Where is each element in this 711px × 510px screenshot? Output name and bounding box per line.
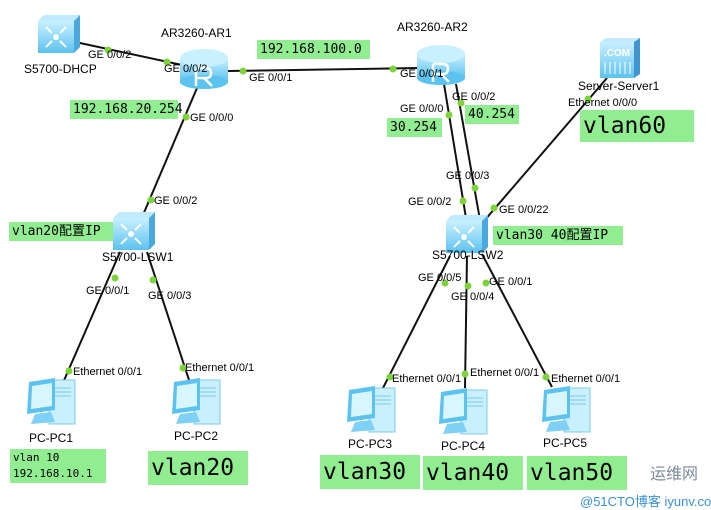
note-lsw1-config: vlan20配置IP bbox=[9, 222, 113, 241]
port-label: Ethernet 0/0/1 bbox=[185, 362, 255, 374]
link-ar1-lsw1[interactable] bbox=[142, 87, 198, 216]
server-badge-text: .COM bbox=[604, 48, 630, 59]
note-vlan50: vlan50 bbox=[527, 456, 627, 490]
note-pc1-vlan: vlan 10 bbox=[13, 451, 60, 464]
pc5-computer-icon[interactable] bbox=[542, 386, 591, 433]
port-label: GE 0/0/2 bbox=[154, 195, 198, 207]
port-label: GE 0/0/1 bbox=[400, 68, 444, 80]
switch-icon-lsw2[interactable] bbox=[446, 215, 488, 253]
link-ar2-lsw2-a[interactable] bbox=[443, 83, 467, 219]
port-label: Ethernet 0/0/1 bbox=[470, 367, 540, 379]
note-vlan30: vlan30 bbox=[320, 455, 420, 489]
note-network-100: 192.168.100.0 bbox=[257, 40, 370, 59]
link-ar1-ar2[interactable] bbox=[227, 67, 419, 72]
note-pc1-ip: 192.168.10.1 bbox=[13, 467, 93, 480]
port-label: Ethernet 0/0/0 bbox=[568, 97, 638, 109]
switch-icon-lsw1[interactable] bbox=[113, 212, 155, 250]
port-label: GE 0/0/1 bbox=[489, 276, 533, 288]
link-lsw1-pc1[interactable] bbox=[61, 251, 121, 386]
device-label-pc5: PC-PC5 bbox=[543, 436, 588, 450]
link-lsw1-pc2[interactable] bbox=[146, 251, 191, 384]
device-label-server: Server-Server1 bbox=[578, 79, 660, 93]
router-icon-ar1[interactable] bbox=[180, 49, 228, 89]
note-ip-20: 192.168.20.254 bbox=[70, 100, 183, 119]
note-ip-40: 40.254 bbox=[465, 105, 519, 124]
port-label: GE 0/0/2 bbox=[452, 91, 496, 103]
note-ip-30: 30.254 bbox=[387, 118, 442, 137]
note-pc1: vlan 10 192.168.10.1 bbox=[10, 449, 106, 483]
port-label: Ethernet 0/0/1 bbox=[551, 373, 621, 385]
port-label: Ethernet 0/0/1 bbox=[392, 373, 462, 385]
device-label-lsw1: S5700-LSW1 bbox=[102, 250, 174, 264]
port-dots bbox=[65, 46, 592, 381]
port-label: GE 0/0/2 bbox=[408, 196, 452, 208]
pc3-computer-icon[interactable] bbox=[347, 386, 396, 433]
port-label: GE 0/0/3 bbox=[446, 170, 490, 182]
device-label-dhcp: S5700-DHCP bbox=[24, 62, 97, 76]
port-label: GE 0/0/3 bbox=[148, 290, 192, 302]
device-label-pc1: PC-PC1 bbox=[29, 431, 74, 445]
port-label: GE 0/0/2 bbox=[164, 63, 208, 75]
port-label: Ethernet 0/0/1 bbox=[73, 366, 143, 378]
watermark-line2: @51CTO博客 iyunv.com bbox=[580, 494, 711, 509]
link-lsw2-pc3[interactable] bbox=[382, 255, 451, 389]
note-vlan40: vlan40 bbox=[423, 456, 523, 490]
device-label-pc4: PC-PC4 bbox=[441, 439, 486, 453]
port-label: GE 0/0/0 bbox=[400, 103, 444, 115]
port-label: GE 0/0/1 bbox=[86, 285, 130, 297]
port-label: GE 0/0/1 bbox=[249, 72, 293, 84]
port-label: GE 0/0/5 bbox=[418, 272, 462, 284]
port-label: GE 0/0/22 bbox=[499, 204, 549, 216]
port-label: GE 0/0/0 bbox=[190, 112, 234, 124]
pc2-computer-icon[interactable] bbox=[172, 378, 221, 425]
note-lsw2-config: vlan30 40配置IP bbox=[493, 226, 623, 245]
note-vlan20: vlan20 bbox=[148, 451, 248, 485]
pc1-computer-icon[interactable] bbox=[27, 378, 76, 425]
device-label-ar2: AR3260-AR2 bbox=[397, 20, 468, 34]
port-label: GE 0/0/4 bbox=[451, 291, 495, 303]
link-lsw2-pc4[interactable] bbox=[464, 255, 468, 389]
router-icon-ar2[interactable] bbox=[417, 45, 465, 85]
device-label-pc2: PC-PC2 bbox=[174, 429, 219, 443]
server-icon[interactable]: .COM bbox=[600, 38, 640, 78]
watermark-line1: 运维网 bbox=[650, 466, 699, 483]
note-vlan60: vlan60 bbox=[580, 110, 694, 142]
device-label-ar1: AR3260-AR1 bbox=[161, 26, 232, 40]
link-ar2-lsw2-b[interactable] bbox=[455, 83, 481, 221]
port-label: GE 0/0/2 bbox=[88, 49, 132, 61]
pc4-computer-icon[interactable] bbox=[439, 388, 488, 435]
device-label-lsw2: S5700-LSW2 bbox=[432, 248, 504, 262]
device-label-pc3: PC-PC3 bbox=[348, 437, 393, 451]
switch-icon-dhcp[interactable] bbox=[38, 15, 80, 53]
link-lsw2-pc5[interactable] bbox=[481, 253, 553, 388]
